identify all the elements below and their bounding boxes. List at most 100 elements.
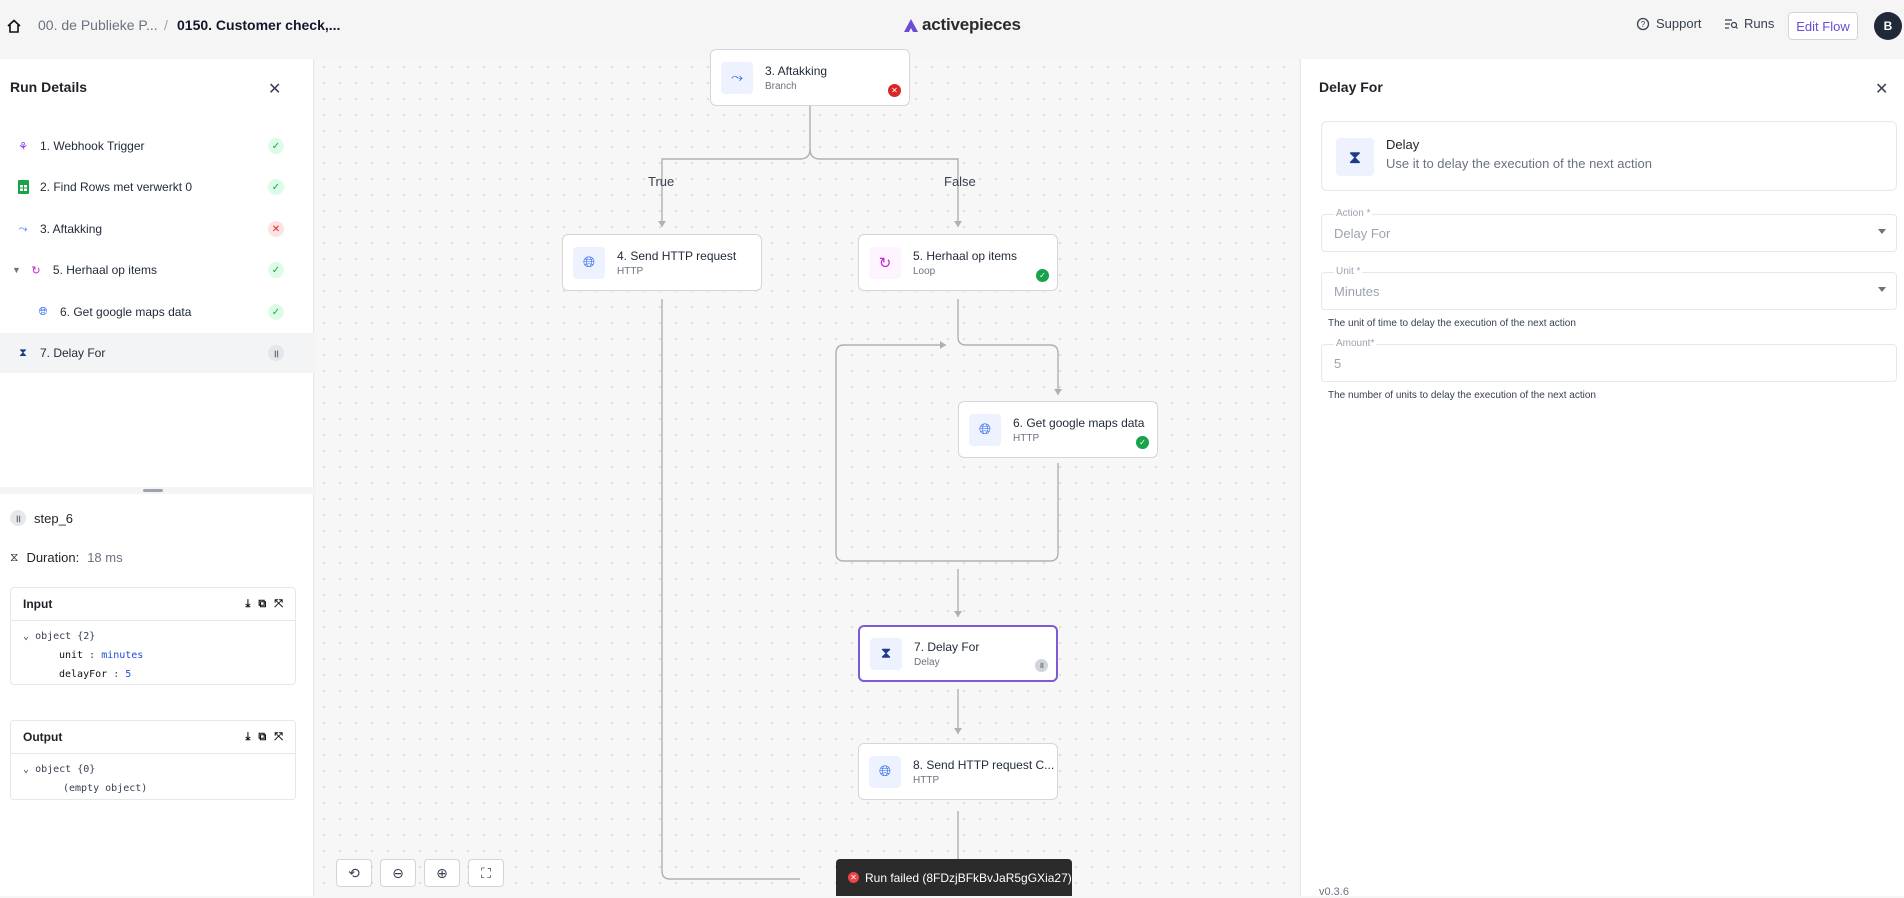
globe-icon: 🌐︎ [573,246,605,279]
run-item-find-rows[interactable]: 2. Find Rows met verwerkt 0 ✓ [0,167,314,207]
node-title: 5. Herhaal op items [913,248,1018,263]
output-title: Output [23,730,63,744]
branch-false-label: False [944,174,976,189]
input-title: Input [23,597,53,611]
error-icon: ✕ [848,872,859,883]
zoom-in-icon[interactable]: ⊕ [424,859,460,887]
action-select[interactable]: Action * Delay For [1321,208,1897,252]
card-tools: ⤓ ⧉ ⤧ [245,731,283,744]
object-line: object {0} [35,764,96,775]
step-name-label: step_6 [34,510,74,526]
edit-flow-button[interactable]: Edit Flow [1788,12,1858,40]
expand-icon[interactable]: ⤧ [274,598,283,610]
avatar[interactable]: B [1874,12,1902,40]
branch-true-label: True [648,174,675,189]
success-icon: ✓ [268,179,284,195]
node-send-http-c[interactable]: 🌐︎ 8. Send HTTP request C...HTTP [858,743,1058,800]
input-json: ⌄ object {2} unit : minutes delayFor : 5 [11,621,295,692]
logo-icon [904,18,918,32]
close-icon[interactable]: ✕ [268,81,282,98]
collapse-icon[interactable]: ⌄ [23,764,30,775]
duration-value: 18 ms [87,550,123,565]
support-button[interactable]: ? Support [1636,16,1702,31]
fit-view-icon[interactable]: ⛶ [468,859,504,887]
zoom-out-icon[interactable]: ⊖ [380,859,416,887]
globe-icon: 🌐︎ [869,755,901,788]
run-item-label: 2. Find Rows met verwerkt 0 [40,180,193,194]
run-item-google-maps[interactable]: 🌐︎ 6. Get google maps data ✓ [0,292,314,332]
error-icon: ✕ [888,84,901,97]
piece-description: Use it to delay the execution of the nex… [1386,156,1652,171]
hourglass-icon: ⧗ [19,346,27,359]
collapse-icon[interactable]: ⌄ [23,631,30,642]
run-item-webhook[interactable]: ⚘ 1. Webhook Trigger ✓ [0,126,314,166]
run-item-loop[interactable]: ▼ ↻ 5. Herhaal op items ✓ [0,250,314,290]
pause-icon: ॥ [10,510,26,526]
field-value: 5 [1334,356,1342,371]
download-icon[interactable]: ⤓ [245,731,251,743]
run-item-delay[interactable]: ⧗ 7. Delay For ॥ [0,333,314,373]
empty-object: (empty object) [63,783,148,794]
field-label: Action * [1334,208,1373,219]
amount-help-text: The number of units to delay the executi… [1328,390,1596,401]
copy-icon[interactable]: ⧉ [258,598,267,610]
piece-card: ⧗ Delay Use it to delay the execution of… [1321,121,1897,191]
success-icon: ✓ [1036,269,1049,282]
expand-icon[interactable]: ⤧ [274,731,283,743]
error-icon: ✕ [268,221,284,237]
node-title: 6. Get google maps data [1013,415,1145,430]
success-icon: ✓ [268,262,284,278]
breadcrumb-project[interactable]: 00. de Publieke P... [38,17,158,33]
run-item-aftakking[interactable]: ⤳ 3. Aftakking ✕ [0,209,314,249]
amount-field[interactable]: Amount* 5 [1321,338,1897,382]
run-failed-toast: ✕ Run failed (8FDzjBFkBvJaR5gGXia27) [836,859,1072,896]
run-item-label: 6. Get google maps data [60,305,192,319]
json-value: minutes [101,650,144,661]
svg-text:?: ? [1641,20,1646,29]
object-line: object {2} [35,631,96,642]
resize-handle[interactable] [143,489,163,492]
input-card-header: Input ⤓ ⧉ ⤧ [11,588,295,621]
pause-icon: ॥ [268,345,284,361]
node-title: 8. Send HTTP request C... [913,757,1055,772]
run-item-label: 1. Webhook Trigger [40,139,145,153]
top-bar: 00. de Publieke P... / 0150. Customer ch… [0,0,1904,59]
json-key: unit [59,650,84,661]
runs-label: Runs [1744,16,1775,31]
hourglass-icon: ⧗ [870,637,902,670]
close-icon[interactable]: ✕ [1875,81,1889,98]
canvas-controls: ⟲ ⊖ ⊕ ⛶ [336,859,504,887]
json-key: delayFor [59,669,108,680]
branch-icon: ⤳ [721,61,753,94]
field-value: Minutes [1334,284,1380,299]
reset-zoom-icon[interactable]: ⟲ [336,859,372,887]
branch-icon: ⤳ [18,222,28,235]
step-settings-panel: Delay For ✕ ⧗ Delay Use it to delay the … [1300,59,1904,898]
flow-edges [658,105,1062,880]
run-item-label: 5. Herhaal op items [52,263,157,277]
node-title: 3. Aftakking [765,63,828,78]
runs-list-icon [1725,18,1738,29]
json-value: 5 [125,669,132,680]
copy-icon[interactable]: ⧉ [258,731,267,743]
node-title: 4. Send HTTP request [617,248,737,263]
home-icon[interactable] [6,18,22,34]
breadcrumb-separator: / [164,17,168,33]
support-label: Support [1656,16,1702,31]
runs-button[interactable]: Runs [1724,16,1774,31]
breadcrumb-flow[interactable]: 0150. Customer check,... [177,17,341,33]
globe-icon: 🌐︎ [38,305,48,318]
duration-label: Duration: [26,550,80,565]
output-json: ⌄ object {0} (empty object) [11,754,295,806]
unit-select[interactable]: Unit * Minutes [1321,266,1897,310]
run-details-panel: Run Details ✕ ⚘ 1. Webhook Trigger ✓ 2. … [0,59,314,896]
toast-text: Run failed (8FDzjBFkBvJaR5gGXia27) [865,870,1072,885]
download-icon[interactable]: ⤓ [245,598,251,610]
chevron-down-icon[interactable]: ▼ [12,265,21,275]
